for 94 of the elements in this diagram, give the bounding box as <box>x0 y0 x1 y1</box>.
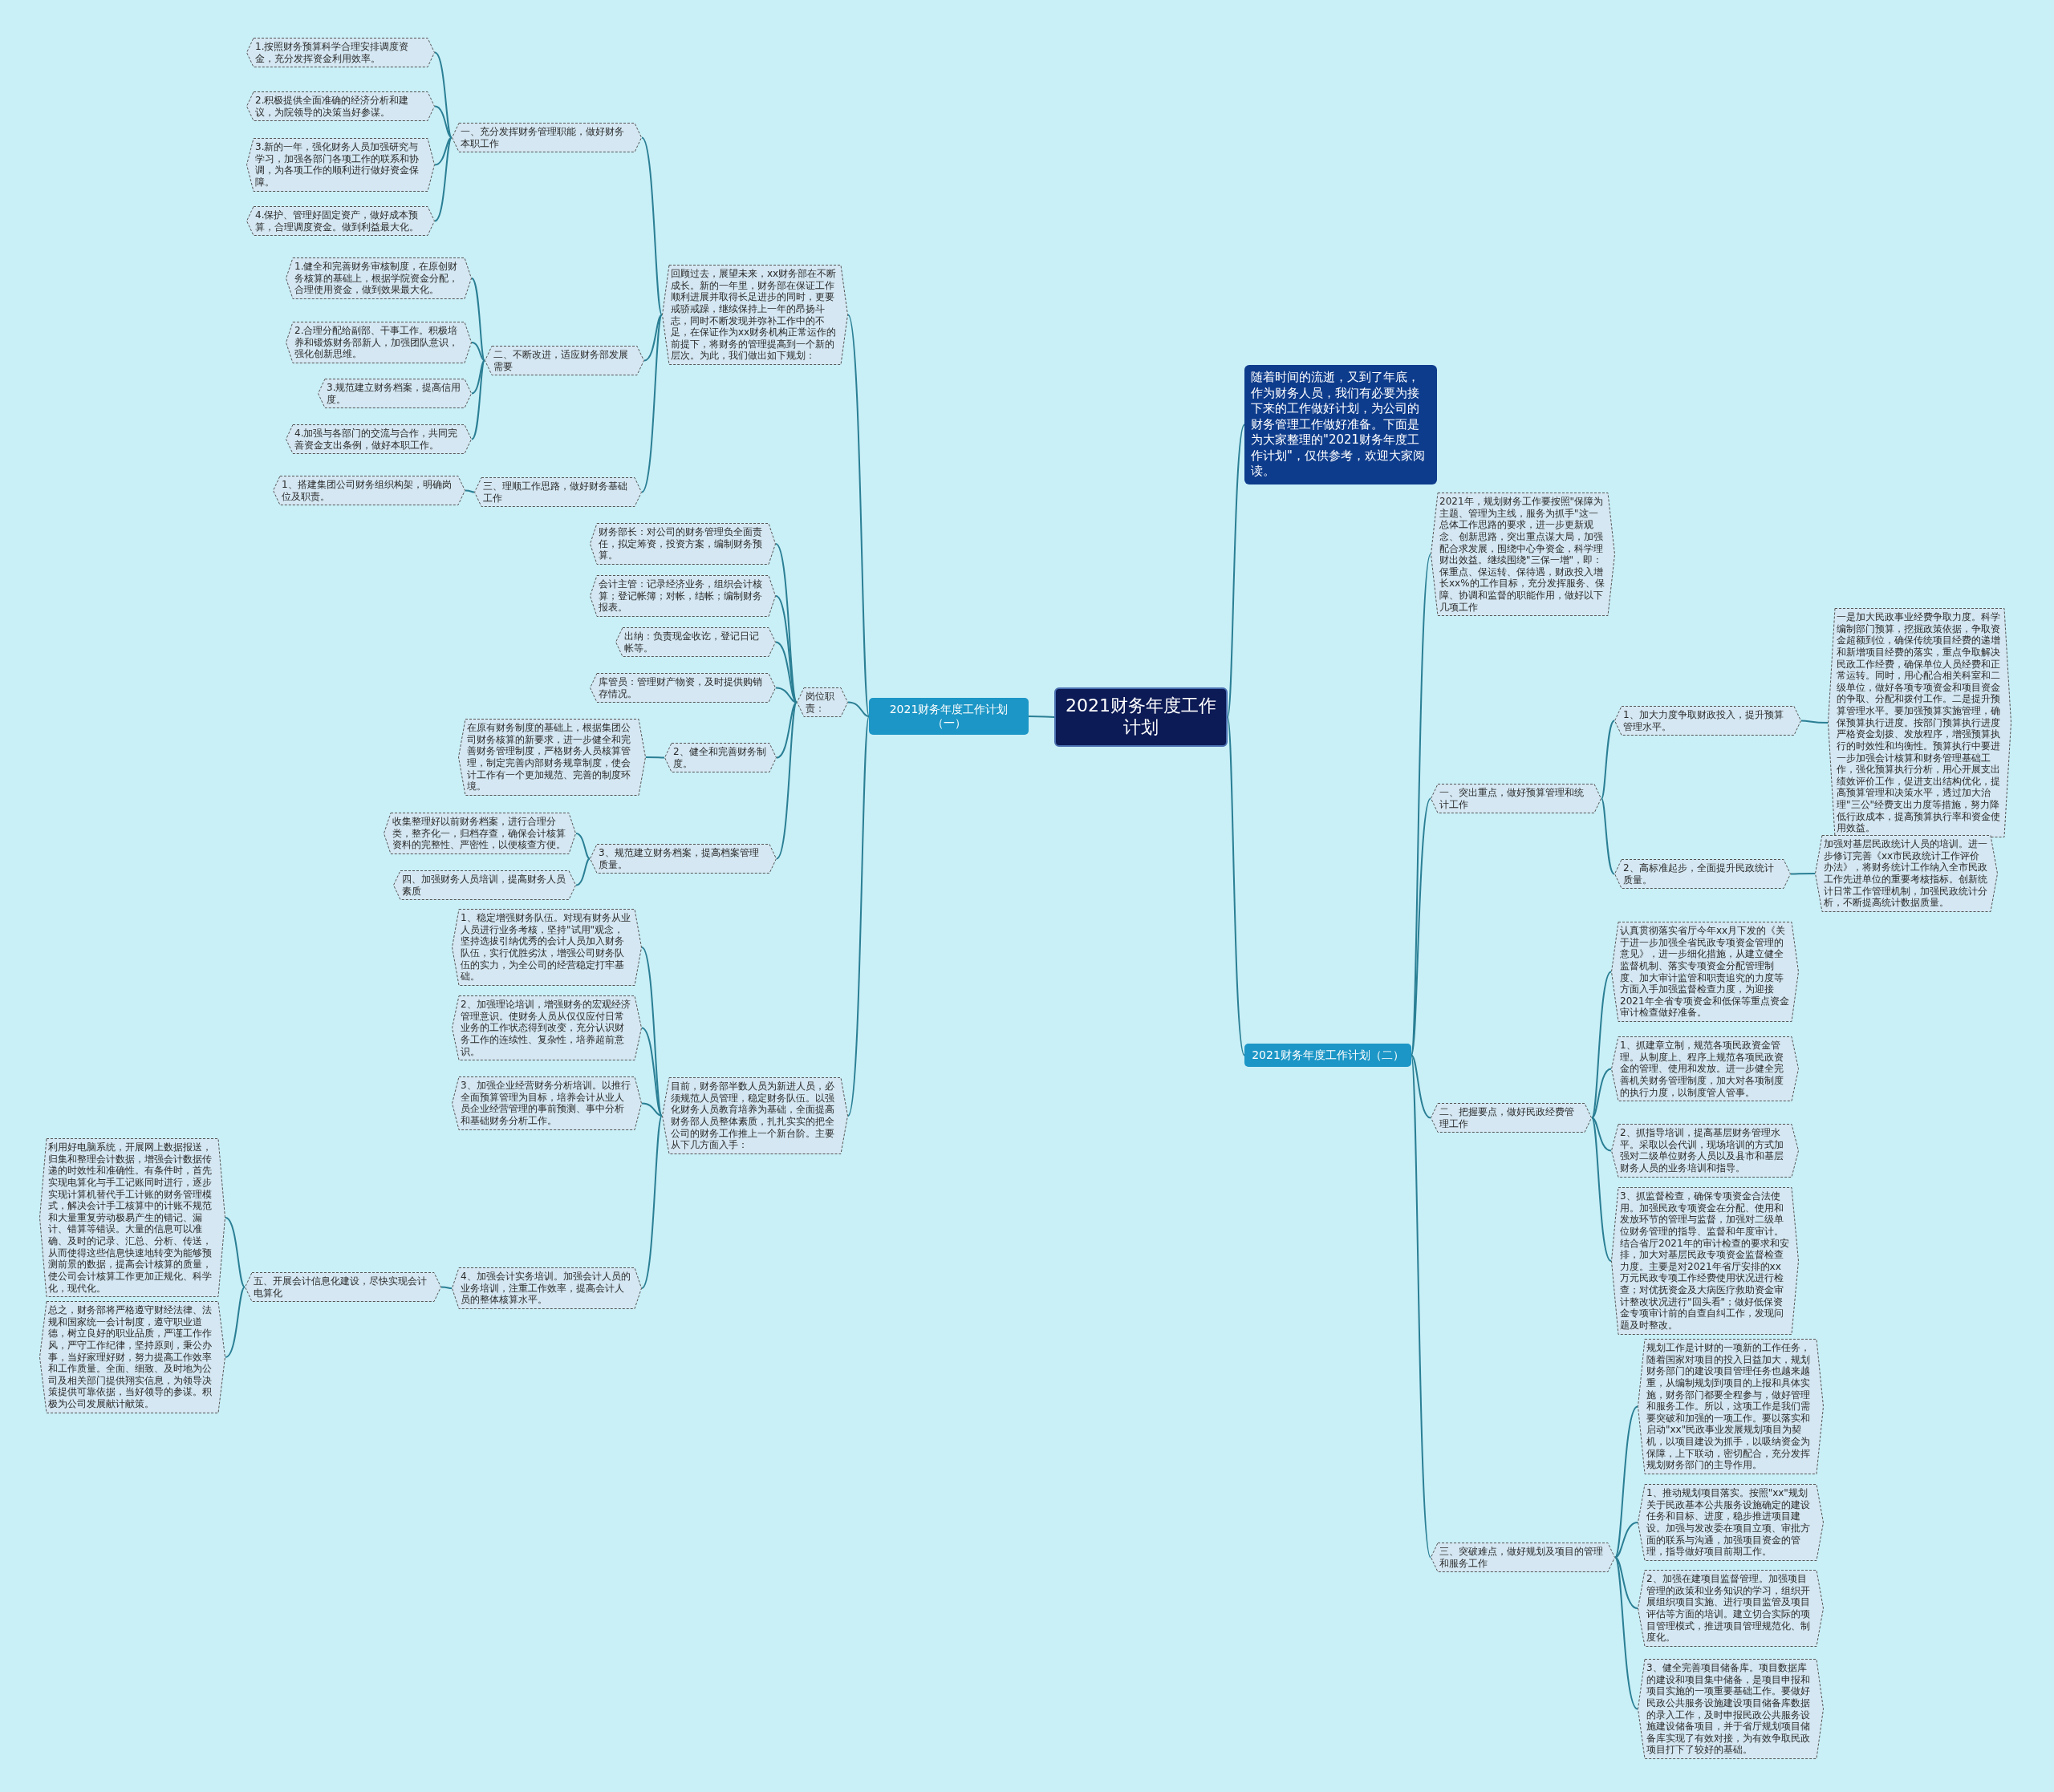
connector-line <box>1591 1117 1612 1152</box>
topic-box: 4.保护、管理好固定资产，做好成本预算，合理调度资金。做到利益最大化。 <box>246 206 435 237</box>
connector-line <box>434 136 453 166</box>
topic-box: 会计主管：记录经济业务，组织会计核算；登记帐簿；对帐，结帐；编制财务报表。 <box>590 575 776 617</box>
connector-line <box>641 1027 663 1117</box>
connector-line <box>775 687 798 703</box>
branch-topic: 2021财务年度工作计划（二） <box>1244 1044 1411 1068</box>
topic-box: 2、加强在建项目监督管理。加强项目管理的政策和业务知识的学习，组织开展组织项目实施、进行项目监管及项目评估等方面的培训。建立切合实际的项目管理模式，推进项目管理规范化、制度化。 <box>1638 1570 1824 1647</box>
topic-box: 2021年，规划财务工作要按照"保障为主题、管理为主线，服务为抓手"这一总体工作思路的要求，进一步更新观念、创新思路，突出重点谋大局，加强配合求发展，围绕中心争资金，科学理财出效益。继续围绕"三保一增"，即：保重点、保运转、保待遇，财政投入增长xx%的工作目标，充分发挥服务、保障、协调和监督的职能作用，做好以下几项工作 <box>1431 493 1615 617</box>
connector-line <box>471 342 485 362</box>
connector-line <box>1411 797 1431 1056</box>
connector-line <box>471 359 485 440</box>
topic-box: 库管员：管理财产物资，及时提供购销存情况。 <box>590 673 776 703</box>
topic-box: 1、加大力度争取财政投入，提升预算管理水平。 <box>1614 706 1801 736</box>
connector-line <box>1601 797 1615 875</box>
topic-box: 1、推动规划项目落实。按照"xx"规划关于民政基本公共服务设施确定的建设任务和目标、进度，稳步推进项目建设。加强与发改委在项目立项、审批方面的联系与沟通，加强项目资金的管理，指导做好项目前期工作。 <box>1638 1484 1824 1561</box>
branch-topic: 2021财务年度工作计划（一） <box>869 698 1029 736</box>
connector-line <box>225 1286 246 1358</box>
topic-box: 总之，财务部将严格遵守财经法律、法规和国家统一会计制度，遵守职业道德，树立良好的职业品质，严谨工作作风，严守工作纪律，坚持原则，秉公办事，当好家理好财，努力提高工作效率和工作质量。全面、细致、及时地为公司及相关部门提供翔实信息，为领导决策提供可靠依据，当好领导的参谋。积极为公司发展献计献策。 <box>39 1301 225 1413</box>
connector-line <box>1614 1405 1638 1559</box>
topic-box: 财务部长：对公司的财务管理负全面责任，拟定筹资，投资方案，编制财务预算。 <box>590 523 776 565</box>
topic-box: 五、开展会计信息化建设，尽快实现会计电算化 <box>245 1272 441 1303</box>
connector-line <box>641 136 663 316</box>
topic-box: 回顾过去，展望未来，xx财务部在不断成长。新的一年里，财务部在保证工作顺利进展并取得长足进步的同时，更要戒骄戒躁，继续保持上一年的昂扬斗志，同时不断发现并弥补工作中的不足，在保证作为xx财务机构正常运作的前提下，将财务的管理提高到一个新的层次。为此，我们做出如下规划： <box>662 265 848 365</box>
topic-box: 1、搭建集团公司财务组织构架，明确岗位及职责。 <box>273 476 465 506</box>
topic-box: 二、不断改进，适应财务部发展需要 <box>485 346 644 376</box>
topic-box: 出纳：负责现金收讫，登记日记帐等。 <box>615 627 776 658</box>
connector-line <box>471 278 485 362</box>
topic-box: 一、充分发挥财务管理职能，做好财务本职工作 <box>452 123 642 153</box>
topic-box: 1、抓建章立制，规范各项民政资金管理。从制度上、程序上规范各项民政资金的管理、使用和发放。进一步健全完善机关财务管理制度，加大对各项制度的执行力度，以制度管人管事。 <box>1611 1036 1799 1102</box>
connector-line <box>775 641 798 703</box>
connector-line <box>847 701 870 717</box>
topic-box: 1.按照财务预算科学合理安排调度资金，充分发挥资金利用效率。 <box>246 38 435 68</box>
connector-line <box>440 1286 453 1289</box>
connector-line <box>1601 720 1615 800</box>
connector-line <box>776 701 798 759</box>
topic-box: 3、抓监督检查，确保专项资金合法使用。加强民政专项资金在分配、使用和发放环节的管理与监督，加强对二级单位财务管理的指导、监督和年度审计。结合省厅2021年的审计检查的要求和安排，加大对基层民政专项资金监督检查力度。主要是对2021年省厅安排的xx万元民政专项工作经费使用状况进行检查；对优抚资金及大病医疗救助资金审计整改状况进行"回头看"；做好低保资金专项审计前的自查自纠工作，发现问题及时整改。 <box>1611 1187 1799 1335</box>
connector-line <box>1800 720 1829 724</box>
topic-box: 2、健全和完善财务制度。 <box>664 743 777 773</box>
topic-box: 认真贯彻落实省厅今年xx月下发的《关于进一步加强全省民政专项资金管理的意见》，进一步细化措施，从建立健全监督机制、落实专项资金分配管理制度、加大审计监管和职责追究的力度等方面入手加强监督检查力度，为迎接2021年全省专项资金和低保等重点资金审计检查做好准备。 <box>1611 922 1799 1022</box>
topic-box: 三、理顺工作思路，做好财务基础工作 <box>474 477 642 508</box>
topic-box: 三、突破难点，做好规划及项目的管理和服务工作 <box>1431 1543 1615 1573</box>
connector-line <box>1227 424 1245 718</box>
topic-box: 2.积极提供全面准确的经济分析和建议，为院领导的决策当好参谋。 <box>246 91 435 122</box>
connector-line <box>1614 1556 1638 1609</box>
topic-box: 四、加强财务人员培训，提高财务人员素质 <box>393 870 576 901</box>
connector-line <box>776 701 798 860</box>
topic-box: 加强对基层民政统计人员的培训。进一步修订完善《xx市民政统计工作评价办法》，将财务统计工作纳入全市民政工作先进单位的重要考核指标。创新统计日常工作管理机制，加强民政统计分析，不断提高统计数据质量。 <box>1815 835 1998 912</box>
topic-box: 2.合理分配给副部、干事工作。积极培养和锻炼财务部新人，加强团队意识，强化创新思维。 <box>286 322 472 363</box>
topic-box: 1、稳定增强财务队伍。对现有财务从业人员进行业务考核，坚持"试用"观念，坚持选拔引纳优秀的会计人员加入财务队伍，实行优胜劣汰，增强公司财务队伍的实力，为全公司的经营稳定打牢基础。 <box>452 909 642 986</box>
topic-box: 收集整理好以前财务档案，进行合理分类，整齐化一，归档存查，确保会计核算资料的完整性、严密性，以便核查方便。 <box>384 813 576 854</box>
topic-box: 2、加强理论培训，增强财务的宏观经济管理意识。使财务人员从仅仅应付日常业务的工作状态得到改变，充分认识财务工作的连续性、复杂性，培养超前意识。 <box>452 995 642 1061</box>
connector-line <box>641 314 663 493</box>
topic-box: 3.新的一年，强化财务人员加强研究与学习，加强各部门各项工作的联系和协调，为各项工作的顺利进行做好资金保障。 <box>246 138 435 192</box>
connector-line <box>575 857 591 886</box>
topic-box: 3.规范建立财务档案，提高信用度。 <box>318 379 472 409</box>
connector-line <box>1411 1054 1431 1119</box>
connector-line <box>1790 873 1816 875</box>
connector-line <box>1614 1522 1638 1559</box>
topic-box: 3、规范建立财务档案，提高档案管理质量。 <box>590 844 777 874</box>
connector-line <box>434 136 453 222</box>
topic-box: 一、突出重点，做好预算管理和统计工作 <box>1431 784 1601 814</box>
connector-line <box>1028 716 1055 718</box>
connector-line <box>847 314 870 717</box>
connector-line <box>641 947 663 1117</box>
topic-box: 二、把握要点，做好民政经费管理工作 <box>1431 1103 1592 1133</box>
topic-box: 4、加强会计实务培训。加强会计人员的业务培训，注重工作效率，提高会计人员的整体核算水平。 <box>452 1267 642 1309</box>
topic-box: 3、加强企业经营财务分析培训。以推行全面预算管理为目标，培养会计从业人员企业经营管理的事前预测、事中分析和基础财务分析工作。 <box>452 1076 642 1130</box>
intro-note: 随着时间的流逝，又到了年底，作为财务人员，我们有必要为接下来的工作做好计划，为公司的财务管理工作做好准备。下面是为大家整理的"2021财务年度工作计划"，仅供参考，欢迎大家阅读。 <box>1244 365 1437 484</box>
connector-line <box>1591 1117 1612 1262</box>
topic-box: 利用好电脑系统，开展网上数据报送，归集和整理会计数据，增强会计数据传递的时效性和准确性。有条件时，首先实现电算化与手工记账同时进行，逐步实现计算机替代手工计账的财务管理模式，解决会计手工核算中的计账不规范和大量重复劳动极易产生的错记、漏计、错算等错误。大量的信息可以准确、及时的记录、汇总、分析、传送，从而使得这些信息快速地转变为能够预测前景的数据，提高会计核算的质量，使公司会计核算工作更加正规化、科学化，现代化。 <box>39 1138 225 1298</box>
connector-line <box>1591 1068 1612 1119</box>
topic-box: 规划工作是计财的一项新的工作任务，随着国家对项目的投入日益加大，规划财务部门的建设项目管理任务也越来越重，从编制规划到项目的上报和具体实施，财务部门都要全程参与，做好管理和服务工作。所以，这项工作是我们需要突破和加强的一项工作。要以落实和启动"xx"民政事业发展规划项目为契机，以项目建设为抓手，以吸纳资金为保障，上下联动，密切配合，充分发挥规划财务部门的主导作用。 <box>1638 1339 1824 1474</box>
connector-line <box>643 314 663 362</box>
connector-line <box>471 359 485 395</box>
topic-box: 4.加强与各部门的交流与合作，共同完善资金支出条例，做好本职工作。 <box>286 424 472 455</box>
topic-box: 目前，财务部半数人员为新进人员，必须规范人员管理，稳定财务队伍。以强化财务人员教育培养为基础，全面提高财务部人员整体素质，扎扎实实的把全公司的财务工作推上一个新台阶。主要从下几方面入手： <box>662 1077 848 1154</box>
connector-line <box>641 1115 663 1289</box>
connector-line <box>465 489 475 493</box>
topic-box: 2、抓指导培训，提高基层财务管理水平。采取以会代训，现场培训的方式加强对二级单位财务人员以及县市和基层财务人员的业务培训和指导。 <box>1611 1124 1799 1178</box>
topic-box: 3、健全完善项目储备库。项目数据库的建设和项目集中储备，是项目申报和项目实施的一项重要基础工作。要做好民政公共服务设施建设项目储备库数据的录入工作，及时申报民政公共服务设施建设储备项目，并于省厅规划项目储备库实现了有效对接，为有效争取民政项目打下了较好的基础。 <box>1638 1659 1824 1759</box>
topic-box: 岗位职责： <box>797 687 848 718</box>
connector-line <box>641 1102 663 1117</box>
topic-box: 在原有财务制度的基础上，根据集团公司财务核算的新要求，进一步健全和完善财务管理制度，严格财务人员核算管理，制定完善内部财务规章制度，使会计工作有一个更加规范、完善的制度环境。 <box>458 719 646 796</box>
connector-line <box>847 716 870 1117</box>
connector-line <box>434 105 453 139</box>
connector-line <box>575 833 591 860</box>
topic-box: 2、高标准起步，全面提升民政统计质量。 <box>1614 859 1791 890</box>
connector-line <box>645 756 665 759</box>
connector-line <box>1614 1556 1638 1710</box>
connector-line <box>1227 716 1245 1056</box>
topic-box: 1.健全和完善财务审核制度，在原创财务核算的基础上，根据学院资金分配，合理使用资金，做到效果最大化。 <box>286 257 472 299</box>
central-topic: 2021财务年度工作计划 <box>1054 687 1228 747</box>
connector-line <box>225 1217 246 1288</box>
